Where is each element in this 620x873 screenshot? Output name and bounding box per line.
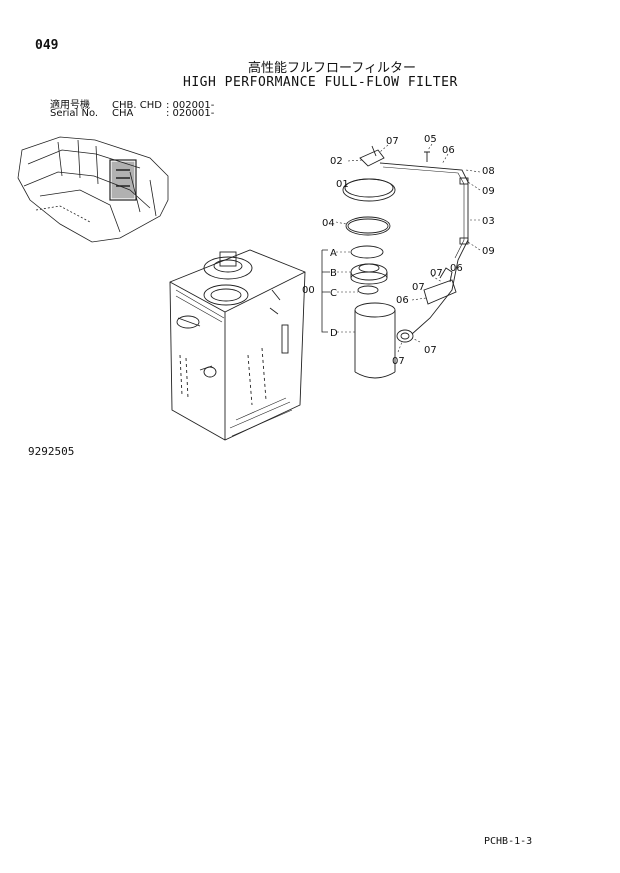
page-reference: PCHB-1-3 <box>484 836 533 847</box>
callout-02: 02 <box>330 156 343 167</box>
callout-C: C <box>330 288 337 299</box>
callout-07: 07 <box>386 136 399 147</box>
callout-D: D <box>330 328 338 339</box>
callout-07: 07 <box>430 268 443 279</box>
hydraulic-tank <box>169 249 306 441</box>
page-number: 049 <box>35 38 59 53</box>
serial-key: Serial No. <box>50 108 99 119</box>
serial-key: 適用号機 <box>50 100 90 111</box>
filter-parts <box>321 145 469 379</box>
drawing-number: 9292505 <box>28 445 75 458</box>
callout-09: 09 <box>482 246 495 257</box>
serial-range: : 002001- <box>166 100 215 111</box>
title-japanese: 高性能フルフローフィルター <box>248 61 416 76</box>
serial-model: CHB. CHD <box>112 100 162 111</box>
callout-06: 06 <box>396 295 409 306</box>
serial-row-1: 適用号機 CHB. CHD : 002001- <box>50 96 214 111</box>
callout-A: A <box>330 248 337 259</box>
callout-06: 06 <box>450 263 463 274</box>
excavator-location-sketch <box>17 136 169 243</box>
serial-range: : 020001- <box>166 108 215 119</box>
callout-05: 05 <box>424 134 437 145</box>
callout-01: 01 <box>336 179 349 190</box>
callout-00: 00 <box>302 285 315 296</box>
callout-08: 08 <box>482 166 495 177</box>
callout-09: 09 <box>482 186 495 197</box>
callout-labels: 07 05 02 06 08 01 09 04 03 A 09 B 00 C 0… <box>302 134 495 367</box>
callout-04: 04 <box>322 218 335 229</box>
serial-model: CHA <box>112 108 134 119</box>
title-english: HIGH PERFORMANCE FULL-FLOW FILTER <box>183 75 458 90</box>
callout-03: 03 <box>482 216 495 227</box>
callout-07: 07 <box>412 282 425 293</box>
callout-B: B <box>330 268 337 279</box>
callout-07: 07 <box>392 356 405 367</box>
serial-row-2: Serial No. CHA : 020001- <box>50 108 214 119</box>
callout-07: 07 <box>424 345 437 356</box>
leader-lines <box>335 143 481 353</box>
callout-06: 06 <box>442 145 455 156</box>
